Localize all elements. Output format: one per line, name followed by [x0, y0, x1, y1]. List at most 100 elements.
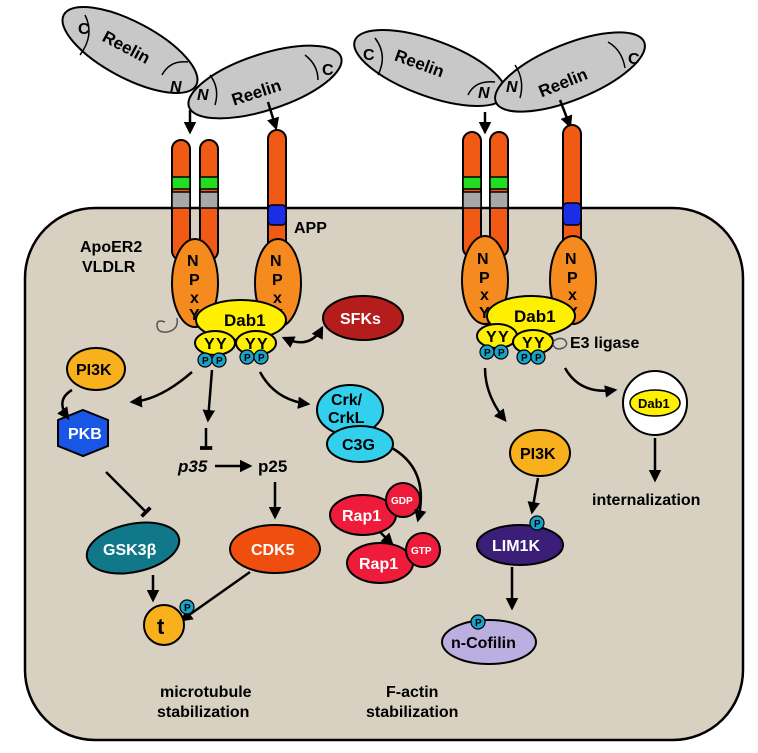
phospho-group	[197, 349, 269, 368]
pi3k-right-node	[509, 429, 571, 477]
phospho-group	[179, 599, 195, 615]
reelin-c-label: C	[363, 47, 375, 64]
gsk3b-node	[85, 521, 181, 575]
microtubule-label: microtubule	[160, 684, 252, 701]
phospho-label: P	[521, 353, 528, 364]
c3g-label: C3G	[342, 437, 375, 454]
p25-label: p25	[258, 457, 287, 476]
phospho-group	[470, 614, 486, 630]
pi3k-label: PI3K	[76, 362, 112, 379]
dab1-label: Dab1	[638, 396, 670, 411]
internalization-label: internalization	[592, 492, 700, 509]
dab1-pi3k-right-arrow	[483, 367, 507, 422]
dab1-down-arrow	[202, 369, 216, 423]
cdk5-label: CDK5	[251, 542, 295, 559]
npxy-p: P	[189, 272, 200, 289]
app-label: APP	[294, 220, 327, 237]
tyrosine-label: Y	[245, 336, 256, 353]
tyrosine-pair-1	[194, 330, 236, 356]
phospho-label: P	[216, 356, 223, 367]
factin-stabilization-label: stabilization	[366, 704, 458, 721]
tyrosine-label: Y	[498, 329, 509, 346]
phospho-label: P	[184, 603, 191, 614]
dab1-internalized	[629, 389, 681, 417]
reelin-binding-arrow	[266, 101, 280, 131]
dab1-label: Dab1	[224, 311, 266, 330]
tyrosine-label: Y	[204, 336, 215, 353]
tau-node	[143, 604, 185, 646]
tyrosine-label: Y	[257, 336, 268, 353]
reelin-n-label: N	[478, 85, 490, 102]
phospho-label: P	[244, 353, 251, 364]
tyrosine-label: Y	[486, 329, 497, 346]
p35-label: p35	[177, 457, 208, 476]
receptor-label-vldlr: VLDLR	[82, 259, 136, 276]
cofilin-label: n-Cofilin	[451, 635, 516, 652]
phospho-label: P	[258, 353, 265, 364]
rap1-label: Rap1	[359, 556, 398, 573]
dab1-vesicle-arrow	[563, 367, 618, 398]
npxy-x: x	[190, 290, 199, 307]
reelin-c-label: C	[628, 51, 640, 68]
phospho-label: P	[202, 356, 209, 367]
gtp-badge	[405, 532, 441, 568]
gdp-label: GDP	[391, 496, 413, 507]
sfks-label: SFKs	[340, 311, 381, 328]
npxy-y: Y	[479, 305, 490, 322]
npxy-x: x	[568, 287, 577, 304]
tyrosine-pair-2	[512, 329, 554, 355]
crk-label-line1: Crk/	[331, 392, 363, 409]
npxy-n: N	[565, 251, 577, 268]
cdk5-tau-arrow	[179, 570, 251, 622]
receptor-label-apoer2: ApoER2	[80, 239, 142, 256]
dab1-sfks-arrow	[281, 325, 324, 348]
tau-label: t	[157, 614, 165, 639]
cofilin-node	[441, 619, 537, 665]
reelin-c-label: C	[322, 62, 334, 79]
npxy-n: N	[477, 251, 489, 268]
apoer2-vldlr-receptors-left	[171, 139, 219, 328]
npxy-n: N	[270, 253, 282, 270]
cell-body	[23, 206, 745, 742]
stabilization-label: stabilization	[157, 704, 249, 721]
sfks-node	[322, 295, 404, 341]
dab1-pi3k-arrow	[129, 371, 193, 408]
factin-label: F-actin	[386, 684, 438, 701]
tyrosine-label: Y	[522, 335, 533, 352]
npxy-y: Y	[189, 307, 200, 324]
gdp-gtp-arrow	[379, 531, 394, 546]
npxy-p: P	[567, 270, 578, 287]
lim1k-node	[476, 524, 564, 566]
pkb-gsk3b-inhibition	[105, 471, 152, 518]
reelin-left-a: C Reelin N	[61, 5, 199, 96]
tyrosine-pair-1	[476, 323, 518, 349]
pi3k-pkb-arrow	[57, 388, 73, 421]
c3g-rap1-arrow	[391, 446, 427, 523]
cdk5-node	[229, 524, 321, 574]
phospho-group	[529, 515, 545, 531]
npxy-p: P	[479, 270, 490, 287]
apoer2-vldlr-receptors-right	[461, 131, 509, 325]
c3g-node	[326, 425, 394, 463]
crk-label-line2: CrkL	[328, 410, 365, 427]
reelin-n-label: N	[506, 79, 518, 96]
dab1-label: Dab1	[514, 307, 556, 326]
pkb-label: PKB	[68, 426, 102, 443]
pi3k-left-node	[66, 347, 126, 391]
gsk3b-label: GSK3β	[103, 542, 157, 559]
phospho-label: P	[498, 348, 505, 359]
phospho-label: P	[484, 348, 491, 359]
lim1k-label: LIM1K	[492, 538, 540, 555]
phospho-label: P	[534, 519, 541, 530]
ubiquitin-coil-icon	[156, 317, 179, 333]
npxy-x: x	[273, 290, 282, 307]
e3-ligase-label: E3 ligase	[570, 335, 639, 352]
phospho-label: P	[475, 618, 482, 629]
ubiquitin-coil-icon	[552, 337, 568, 350]
npxy-p: P	[272, 272, 283, 289]
npxy-x: x	[480, 287, 489, 304]
rap1-label: Rap1	[342, 508, 381, 525]
phospho-label: P	[535, 353, 542, 364]
